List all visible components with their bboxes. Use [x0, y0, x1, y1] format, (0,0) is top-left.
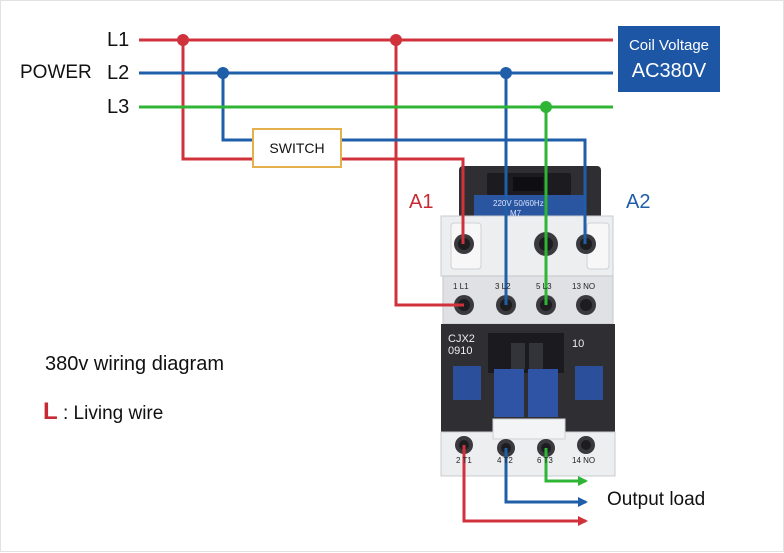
- l3-label: L3: [107, 96, 130, 118]
- terminal-label-5: 5 L3: [536, 282, 552, 291]
- output-load-label: Output load: [607, 489, 706, 510]
- junction-dots: [177, 34, 552, 113]
- switch-label: SWITCH: [269, 140, 325, 156]
- legend-text: : Living wire: [63, 403, 164, 424]
- a2-label: A2: [626, 191, 651, 213]
- switch-box: SWITCH: [252, 128, 342, 168]
- wire-l3: [139, 105, 613, 486]
- diagram-title: 380v wiring diagram: [45, 353, 224, 375]
- coil-voltage-box: Coil Voltage AC380V: [618, 26, 720, 92]
- coil-voltage-value: AC380V: [631, 60, 707, 82]
- coil-plate-text: 220V 50/60Hz: [493, 199, 544, 208]
- terminal-label-4: 4 T2: [497, 456, 513, 465]
- terminal-label-1: 1 L1: [453, 282, 469, 291]
- l2-label: L2: [107, 62, 130, 84]
- model-line-2: 0910: [448, 345, 473, 357]
- wire-l1: [139, 38, 613, 526]
- aux-number: 10: [572, 338, 585, 350]
- contactor-body: [440, 166, 616, 477]
- terminal-label-3: 3 L2: [495, 282, 511, 291]
- model-line-1: CJX2: [448, 333, 475, 345]
- legend-letter: L: [43, 398, 58, 425]
- coil-code-text: M7: [510, 209, 522, 218]
- l1-label: L1: [107, 29, 130, 51]
- terminal-label-2: 2 T1: [456, 456, 472, 465]
- coil-voltage-title: Coil Voltage: [628, 37, 710, 54]
- terminal-label-6: 6 T3: [537, 456, 553, 465]
- power-label: POWER: [20, 62, 92, 83]
- terminal-label-14: 14 NO: [572, 456, 596, 465]
- terminal-label-13: 13 NO: [572, 282, 596, 291]
- a1-label: A1: [409, 191, 434, 213]
